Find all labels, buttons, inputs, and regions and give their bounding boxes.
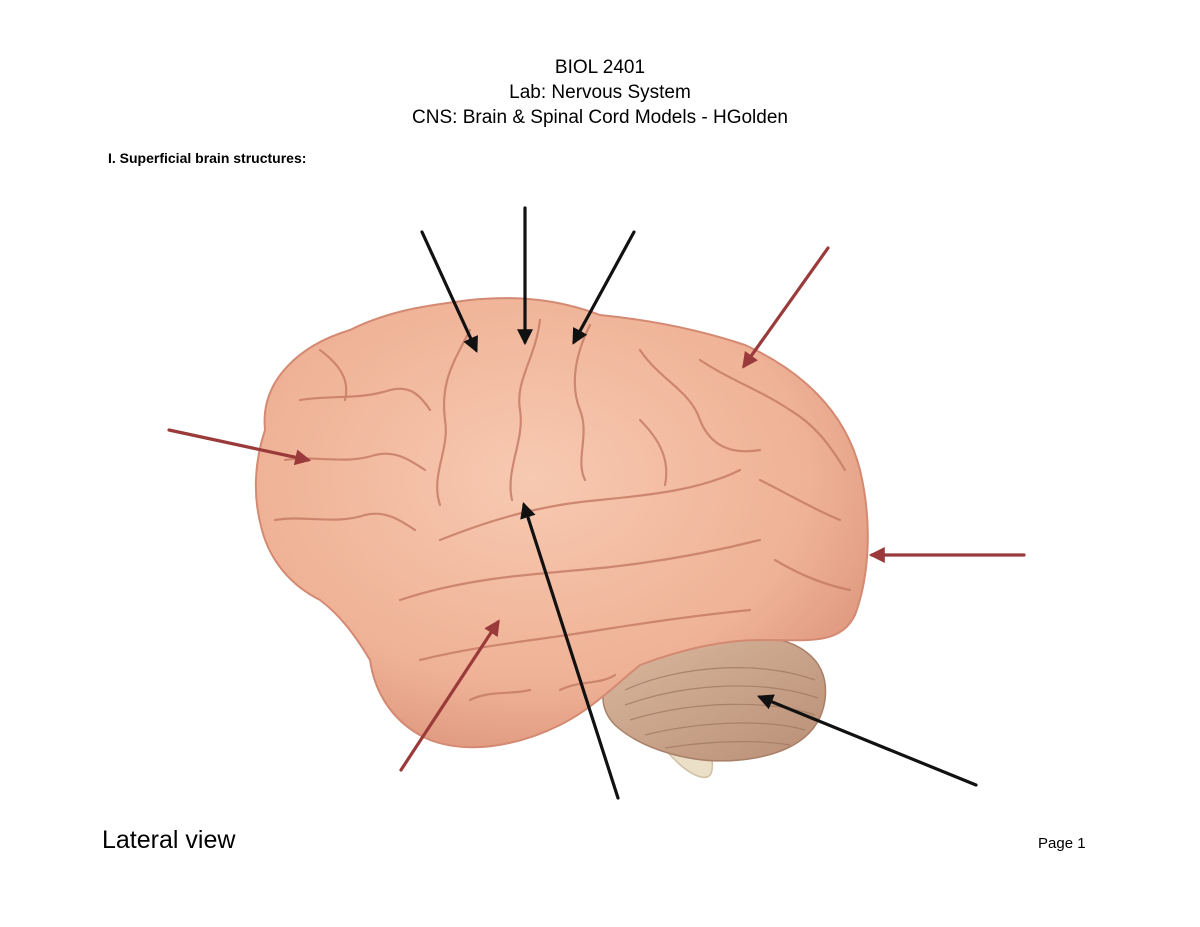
document-subtitle: CNS: Brain & Spinal Cord Models - HGolde… [412,107,788,128]
label-arrows [167,206,1026,800]
document-header: BIOL 2401 Lab: Nervous System CNS: Brain… [0,55,1200,130]
page-number: Page 1 [1038,835,1086,852]
cortical-sulci [273,318,852,702]
arrow-temporal-lobe [399,619,500,772]
arrow-frontal-lobe [167,428,312,466]
arrow-precentral-gyrus [420,230,478,353]
cerebrum [254,297,869,749]
section-heading: I. Superficial brain structures: [108,150,307,166]
arrow-parietal-lobe [742,246,830,369]
course-code: BIOL 2401 [554,57,646,78]
arrow-postcentral-gyrus [572,230,636,345]
lab-title: Lab: Nervous System [509,82,691,103]
view-label: Lateral view [102,826,236,854]
cerebellum-folia [624,667,819,749]
arrow-cerebellum [757,694,978,787]
arrow-lateral-sulcus [520,501,620,800]
